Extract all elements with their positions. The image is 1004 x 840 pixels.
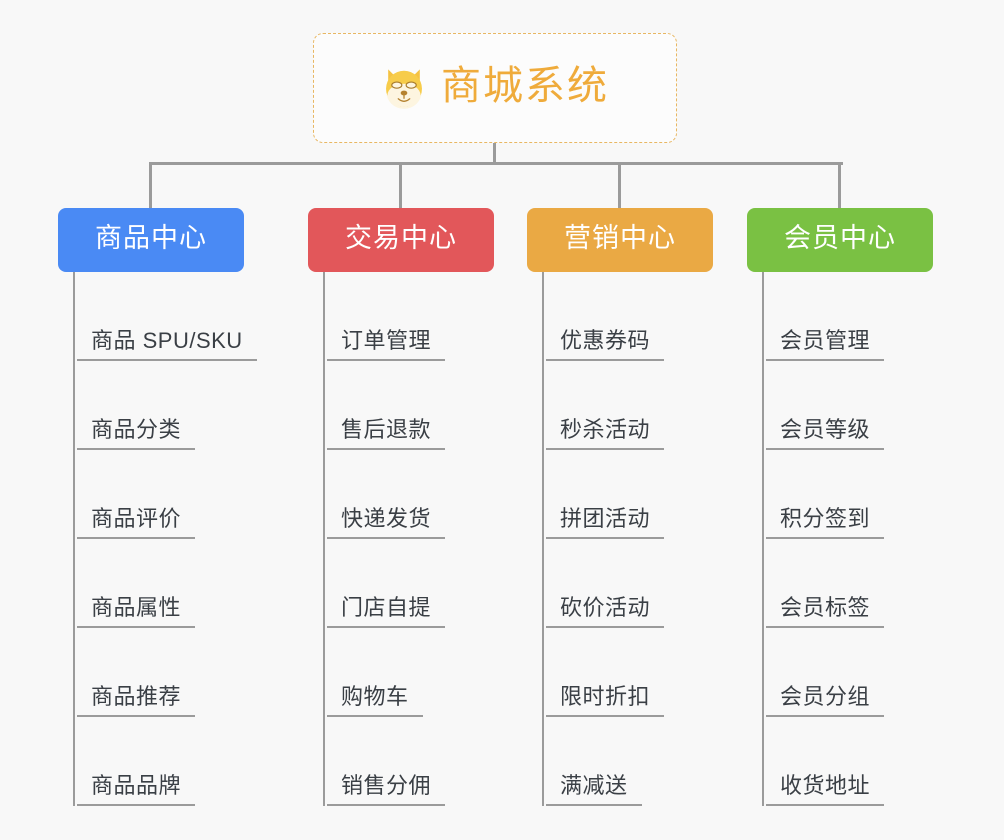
leaf-label: 会员分组 xyxy=(780,683,871,709)
leaf-item[interactable]: 售后退款 xyxy=(323,361,494,450)
leaf-item[interactable]: 会员分组 xyxy=(762,628,933,717)
leaf-label: 砍价活动 xyxy=(560,594,651,620)
category-header-product[interactable]: 商品中心 xyxy=(58,208,244,272)
leaf-label: 拼团活动 xyxy=(560,505,651,531)
leaf-label: 满减送 xyxy=(560,772,628,798)
category-title: 会员中心 xyxy=(784,223,896,253)
leaf-label: 销售分佣 xyxy=(341,772,432,798)
leaf-item[interactable]: 会员管理 xyxy=(762,272,933,361)
leaf-label: 商品推荐 xyxy=(91,683,182,709)
leaf-label: 商品分类 xyxy=(91,416,182,442)
trunk-line xyxy=(323,272,325,806)
leaf-label: 商品属性 xyxy=(91,594,182,620)
category-header-marketing[interactable]: 营销中心 xyxy=(527,208,713,272)
leaf-item[interactable]: 拼团活动 xyxy=(542,450,713,539)
leaf-label: 门店自提 xyxy=(341,594,432,620)
leaf-label: 订单管理 xyxy=(341,327,432,353)
connector-drop-4 xyxy=(838,162,841,209)
leaf-item[interactable]: 商品评价 xyxy=(73,450,244,539)
connector-root-drop xyxy=(493,143,496,165)
leaf-label: 限时折扣 xyxy=(560,683,651,709)
leaf-item[interactable]: 秒杀活动 xyxy=(542,361,713,450)
connector-horizontal-bus xyxy=(149,162,843,165)
leaf-label: 商品评价 xyxy=(91,505,182,531)
leaf-item[interactable]: 满减送 xyxy=(542,717,713,806)
leaf-item[interactable]: 订单管理 xyxy=(323,272,494,361)
connector-drop-1 xyxy=(149,162,152,209)
leaf-item[interactable]: 购物车 xyxy=(323,628,494,717)
leaf-item[interactable]: 会员标签 xyxy=(762,539,933,628)
leaf-label: 快递发货 xyxy=(341,505,432,531)
root-node[interactable]: 商城系统 xyxy=(313,33,677,143)
category-title: 营销中心 xyxy=(564,223,676,253)
branch-column-marketing: 营销中心 优惠券码 秒杀活动 拼团活动 砍价活动 限时折扣 满减送 xyxy=(527,208,713,806)
leaf-list-marketing: 优惠券码 秒杀活动 拼团活动 砍价活动 限时折扣 满减送 xyxy=(527,272,713,806)
leaf-list-trade: 订单管理 售后退款 快递发货 门店自提 购物车 销售分佣 xyxy=(308,272,494,806)
category-title: 商品中心 xyxy=(95,223,207,253)
leaf-item[interactable]: 商品属性 xyxy=(73,539,244,628)
leaf-label: 收货地址 xyxy=(780,772,871,798)
branch-column-member: 会员中心 会员管理 会员等级 积分签到 会员标签 会员分组 收货地址 xyxy=(747,208,933,806)
trunk-line xyxy=(762,272,764,806)
trunk-line xyxy=(73,272,75,806)
shiba-dog-face-icon xyxy=(386,69,422,109)
leaf-item[interactable]: 砍价活动 xyxy=(542,539,713,628)
leaf-item[interactable]: 商品分类 xyxy=(73,361,244,450)
category-header-trade[interactable]: 交易中心 xyxy=(308,208,494,272)
leaf-label: 会员标签 xyxy=(780,594,871,620)
leaf-item[interactable]: 商品推荐 xyxy=(73,628,244,717)
leaf-item[interactable]: 门店自提 xyxy=(323,539,494,628)
leaf-label: 会员等级 xyxy=(780,416,871,442)
connector-drop-2 xyxy=(399,162,402,209)
leaf-item[interactable]: 收货地址 xyxy=(762,717,933,806)
leaf-item[interactable]: 商品品牌 xyxy=(73,717,244,806)
leaf-label: 积分签到 xyxy=(780,505,871,531)
category-header-member[interactable]: 会员中心 xyxy=(747,208,933,272)
leaf-label: 秒杀活动 xyxy=(560,416,651,442)
root-title: 商城系统 xyxy=(441,64,609,108)
category-title: 交易中心 xyxy=(345,223,457,253)
leaf-item[interactable]: 快递发货 xyxy=(323,450,494,539)
trunk-line xyxy=(542,272,544,806)
branch-column-product: 商品中心 商品 SPU/SKU 商品分类 商品评价 商品属性 商品推荐 商品品牌 xyxy=(58,208,257,806)
leaf-item[interactable]: 商品 SPU/SKU xyxy=(73,272,257,361)
leaf-label: 会员管理 xyxy=(780,327,871,353)
leaf-label: 商品品牌 xyxy=(91,772,182,798)
leaf-label: 商品 SPU/SKU xyxy=(91,327,243,353)
leaf-item[interactable]: 销售分佣 xyxy=(323,717,494,806)
leaf-label: 优惠券码 xyxy=(560,327,651,353)
leaf-label: 购物车 xyxy=(341,683,409,709)
connector-drop-3 xyxy=(618,162,621,209)
leaf-list-product: 商品 SPU/SKU 商品分类 商品评价 商品属性 商品推荐 商品品牌 xyxy=(58,272,257,806)
leaf-item[interactable]: 会员等级 xyxy=(762,361,933,450)
leaf-label: 售后退款 xyxy=(341,416,432,442)
leaf-list-member: 会员管理 会员等级 积分签到 会员标签 会员分组 收货地址 xyxy=(747,272,933,806)
leaf-item[interactable]: 优惠券码 xyxy=(542,272,713,361)
leaf-item[interactable]: 限时折扣 xyxy=(542,628,713,717)
branch-column-trade: 交易中心 订单管理 售后退款 快递发货 门店自提 购物车 销售分佣 xyxy=(308,208,494,806)
leaf-item[interactable]: 积分签到 xyxy=(762,450,933,539)
